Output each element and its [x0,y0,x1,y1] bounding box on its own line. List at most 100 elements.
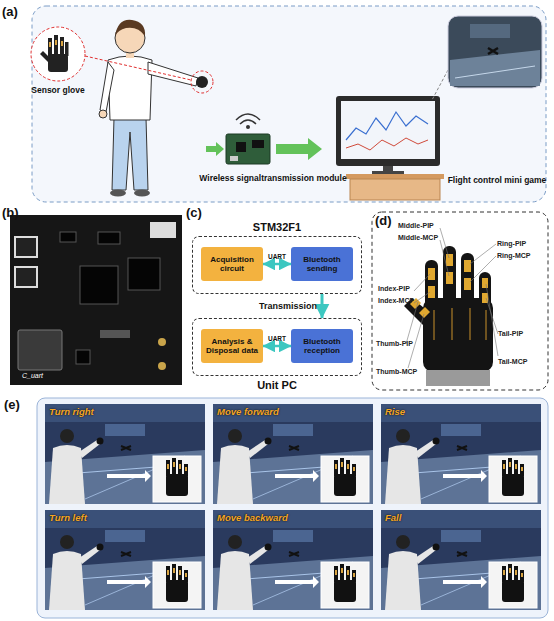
panel-label: (a) [2,5,32,19]
panel-e [381,510,541,610]
leader-lines [406,302,418,344]
leader-lines [406,228,498,368]
glove [428,286,435,298]
leader-lines [414,292,430,303]
glove [464,260,471,272]
glove [423,298,493,372]
panel-b [80,266,118,304]
panel-b [18,330,62,370]
panel-e [213,404,373,504]
gesture-caption: Move forward [217,407,327,417]
pc-box: Unit PCAnalysis & Disposal dataBluetooth… [192,318,362,376]
glove-inset [60,37,64,56]
wireless-module [206,114,322,164]
glove [428,268,435,280]
box-text: Acquisition circuit [203,255,261,273]
edge-label: UART [257,335,297,342]
panel-label: (b) [2,206,32,220]
sensor-label: Middle-MCP [398,234,458,242]
wireless-module [276,138,322,160]
panel-label: (c) [186,206,216,220]
computer [346,112,428,140]
wireless-module [246,125,250,129]
edge-label: UART [257,253,297,260]
panel-e [37,398,548,618]
game-inset [432,16,542,100]
panel-b [60,232,76,242]
panel-b [150,222,176,238]
sensor-label: Tail-MCP [498,358,546,366]
game-inset [455,66,535,78]
panel-b [100,330,130,338]
panel-b [76,350,90,364]
glove-inset [65,42,69,56]
box-text: Analysis & Disposal data [203,337,261,355]
panel-b [158,362,166,370]
computer [346,174,444,179]
sensor-label: Thumb-PIP [376,340,426,348]
gesture-caption: Turn right [49,407,159,417]
glove [443,246,456,306]
person [99,20,213,197]
glove-inset [55,40,57,45]
box-text: Bluetooth sending [293,255,351,273]
person [148,62,198,86]
panel-b [128,258,160,290]
glove [404,246,493,386]
panel-e [381,404,541,504]
part-name: Wireless signaltransmission module [198,174,348,183]
glove [426,370,490,386]
person [196,76,208,88]
computer [336,96,440,166]
wireless-module [230,156,238,161]
computer [350,179,440,200]
wireless-module [252,140,264,148]
box-text: Bluetooth reception [293,337,351,355]
leader-lines [440,240,449,276]
panel-b [14,266,38,288]
leader-lines [486,284,498,356]
glove-inset [85,56,191,80]
panel-b [10,215,182,385]
sensor-label: Middle-PIP [398,222,458,230]
computer [341,101,435,159]
game-inset [488,48,498,54]
person [112,118,148,190]
game-inset [450,50,540,86]
sensor-label: Index-PIP [378,285,428,293]
panel-d [372,212,548,390]
gesture-caption: Fall [385,513,495,523]
edge-label: Transmission [237,301,317,311]
glove [434,308,486,340]
game-inset [432,70,448,100]
wireless-module [226,134,270,164]
panel-b [14,236,38,258]
game-inset [470,24,510,38]
leader-lines [414,274,430,291]
panel-b [16,268,36,286]
glove [446,254,453,266]
panel-e [37,398,548,618]
glove-inset [48,38,52,56]
panel-e [45,510,205,610]
glove [482,278,488,288]
person [100,62,114,112]
connector-arrow [321,294,324,318]
leader-lines [470,256,496,282]
silkscreen-text: C_uart [22,372,72,380]
process-box: Bluetooth reception [291,329,353,363]
panel-label: (e) [4,398,34,412]
person [99,110,107,118]
sensor-label: Ring-PIP [497,240,547,248]
wireless-module [236,142,246,152]
game-inset [448,16,542,88]
sensor-label: Tail-PIP [498,330,546,338]
part-name: Sensor glove [10,86,106,95]
wireless-module [240,120,256,124]
computer [336,96,444,200]
sensor-label: Ring-MCP [497,252,547,260]
computer [346,138,428,150]
gesture-caption: Move backward [217,513,327,523]
person [191,71,213,93]
